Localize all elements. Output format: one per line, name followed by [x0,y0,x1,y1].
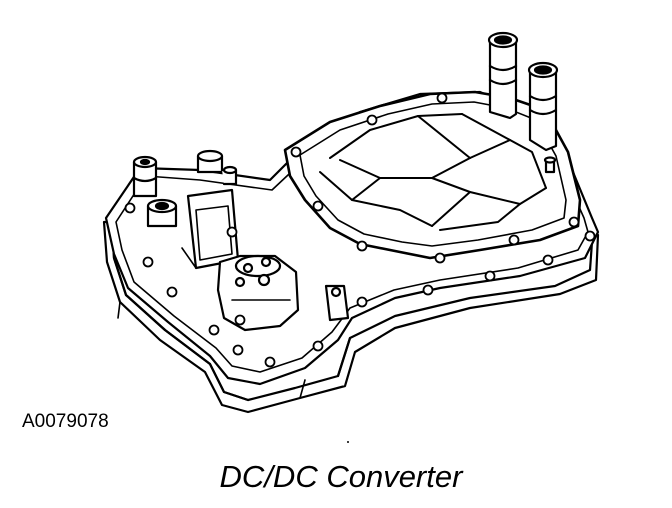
side-bracket [324,284,350,322]
figure-reference-id: A0079078 [22,411,109,432]
terminal-post-rear [196,149,238,186]
cover-bolts [124,92,596,368]
vent-nipple [543,156,557,174]
stud-terminal [146,198,178,228]
coolant-outlet-pipe [527,61,559,152]
figure-caption: DC/DC Converter [219,459,463,494]
round-power-connector [216,254,300,332]
scan-speck [347,441,349,443]
coolant-inlet-pipe [487,31,519,120]
coolant-plate [283,90,582,260]
terminal-post-left [132,155,158,198]
